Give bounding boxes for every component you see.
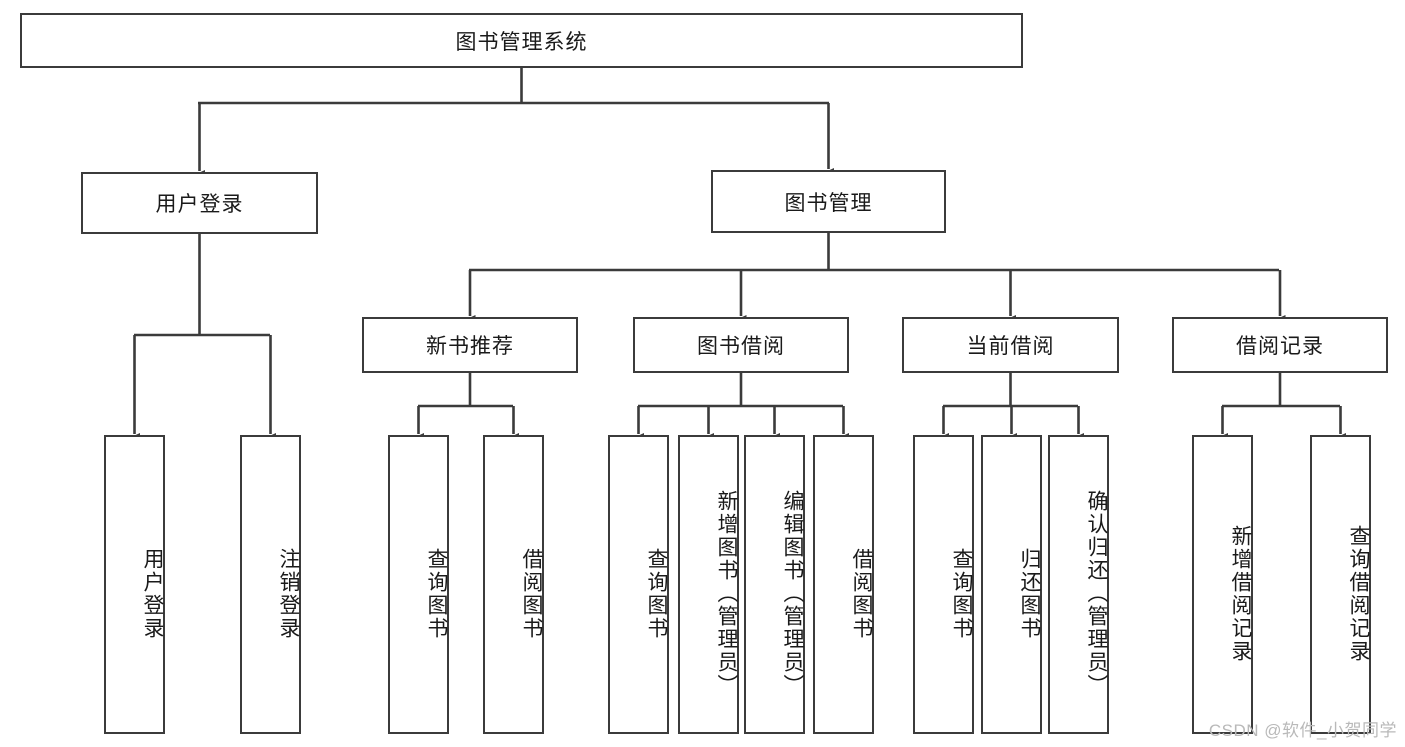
node-leaf-edit-book[interactable]: 编辑图书（管理员）: [744, 435, 805, 734]
node-label: 新增借阅记录: [1229, 524, 1252, 663]
node-leaf-user-login[interactable]: 用户登录: [104, 435, 165, 734]
node-label: 借阅图书: [850, 547, 873, 640]
node-label: 查询图书: [645, 547, 668, 640]
node-leaf-borrow-book-2[interactable]: 借阅图书: [813, 435, 874, 734]
node-book-borrow[interactable]: 图书借阅: [633, 317, 849, 373]
node-leaf-confirm-return[interactable]: 确认归还（管理员）: [1048, 435, 1109, 734]
node-label: 查询图书: [425, 547, 448, 640]
node-leaf-user-logout[interactable]: 注销登录: [240, 435, 301, 734]
node-book-manage[interactable]: 图书管理: [711, 170, 946, 233]
node-label: 图书管理: [784, 191, 873, 215]
node-borrow-record[interactable]: 借阅记录: [1172, 317, 1388, 373]
node-leaf-add-book[interactable]: 新增图书（管理员）: [678, 435, 739, 734]
node-leaf-add-record[interactable]: 新增借阅记录: [1192, 435, 1253, 734]
node-leaf-query-record[interactable]: 查询借阅记录: [1310, 435, 1371, 734]
node-leaf-query-book-1[interactable]: 查询图书: [388, 435, 449, 734]
node-new-book-rec[interactable]: 新书推荐: [362, 317, 578, 373]
node-label: 图书借阅: [697, 335, 785, 358]
node-label: 查询图书: [950, 547, 973, 640]
watermark-label: CSDN @软件_小贺同学: [1208, 721, 1397, 740]
node-label: 借阅记录: [1236, 335, 1324, 358]
node-label: 查询借阅记录: [1347, 524, 1370, 663]
node-label: 注销登录: [277, 547, 300, 640]
node-label: 用户登录: [155, 193, 244, 216]
node-label: 编辑图书（管理员）: [781, 490, 804, 697]
node-leaf-query-book-3[interactable]: 查询图书: [913, 435, 974, 734]
node-label: 新书推荐: [426, 335, 514, 358]
node-user-login[interactable]: 用户登录: [81, 172, 318, 234]
node-leaf-query-book-2[interactable]: 查询图书: [608, 435, 669, 734]
node-leaf-return-book[interactable]: 归还图书: [981, 435, 1042, 734]
node-label: 图书管理系统: [455, 30, 588, 54]
node-leaf-borrow-book-1[interactable]: 借阅图书: [483, 435, 544, 734]
node-label: 归还图书: [1018, 547, 1041, 640]
node-label: 用户登录: [141, 547, 164, 640]
node-root[interactable]: 图书管理系统: [20, 13, 1023, 68]
node-label: 确认归还（管理员）: [1085, 490, 1108, 697]
node-label: 借阅图书: [520, 547, 543, 640]
node-label: 新增图书（管理员）: [715, 490, 738, 697]
node-current-borrow[interactable]: 当前借阅: [902, 317, 1119, 373]
node-label: 当前借阅: [966, 335, 1055, 358]
